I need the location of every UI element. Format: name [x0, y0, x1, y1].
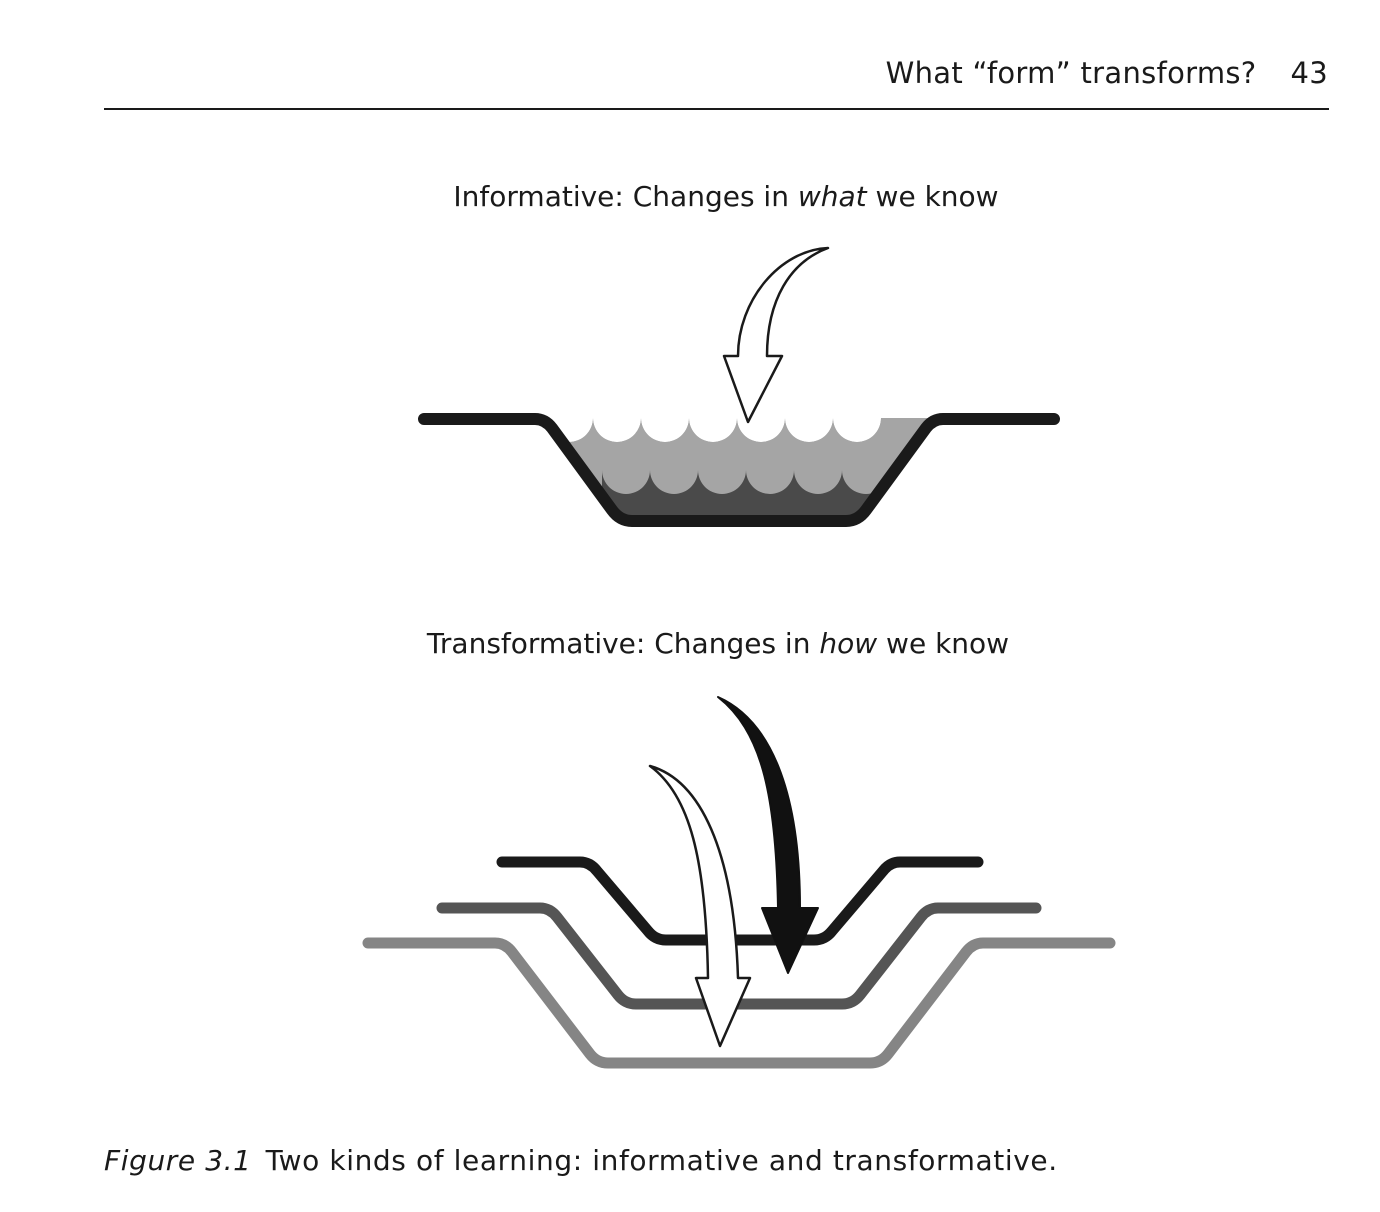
light-arrow-icon: [648, 764, 752, 1048]
knowledge-fill: [540, 418, 938, 520]
dark-arrow-icon: [717, 696, 819, 974]
figure-caption: Figure 3.1 Two kinds of learning: informa…: [104, 1144, 1058, 1177]
outer-frame: [362, 937, 1116, 1069]
informative-label: Informative: Changes in what we know: [36, 180, 1380, 213]
inner-frame: [496, 856, 984, 946]
header-rule: [104, 108, 1329, 110]
caption-text: Two kinds of learning: informative and t…: [265, 1144, 1058, 1177]
transformative-label-emphasis: how: [819, 627, 878, 660]
informative-diagram: [418, 246, 1060, 527]
page-number: 43: [1290, 56, 1328, 90]
running-head: What “form” transforms? 43: [886, 56, 1328, 90]
running-title: What “form” transforms?: [885, 56, 1257, 90]
informative-label-emphasis: what: [797, 180, 867, 213]
informative-arrow-icon: [722, 246, 830, 424]
informative-label-prefix: Informative: Changes in: [453, 180, 798, 213]
informative-label-suffix: we know: [866, 180, 999, 213]
transformative-label: Transformative: Changes in how we know: [28, 627, 1380, 660]
basin-outline: [418, 413, 1060, 527]
transformative-diagram: [362, 696, 1116, 1069]
transformative-label-suffix: we know: [877, 627, 1010, 660]
figure-number: Figure 3.1: [104, 1144, 252, 1177]
transformative-label-prefix: Transformative: Changes in: [426, 627, 820, 660]
